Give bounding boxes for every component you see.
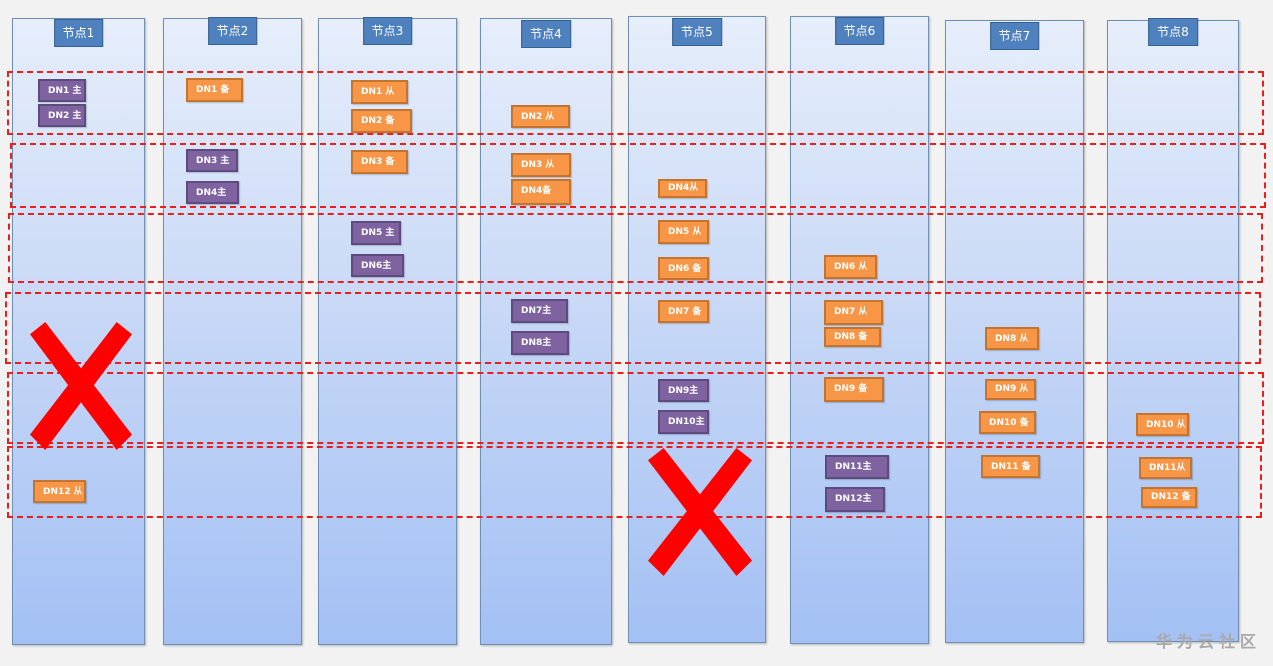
dn-box: DN7 从 [824,300,883,325]
x-mark-stroke-b [30,322,132,450]
dn-box: DN3 主 [186,149,238,172]
dn-box: DN4主 [186,181,239,204]
node-column-2: 节点2 [163,17,302,645]
dn-group-band-4 [5,292,1261,364]
dn-box: DN11从 [1139,457,1192,479]
dn-box: DN8主 [511,331,569,355]
watermark: 华为云社区 [1155,632,1261,651]
dn-box: DN7主 [511,299,568,323]
node-2-header: 节点2 [207,17,258,45]
dn-box: DN9 备 [824,377,884,402]
dn-box: DN10 备 [979,411,1036,434]
dn-box: DN6主 [351,254,404,277]
dn-box: DN6 备 [658,257,709,280]
dn-box: DN8 从 [985,327,1039,350]
dn-box: DN2 备 [351,109,412,133]
node-3-header: 节点3 [362,17,413,45]
node-column-5: 节点5 [628,16,766,643]
dn-group-band-6 [7,446,1262,518]
dn-group-band-1 [7,71,1264,135]
node-5-header: 节点5 [672,18,722,46]
dn-box: DN6 从 [824,255,877,279]
dn-box: DN9 从 [985,379,1036,400]
node-6-header: 节点6 [834,17,885,45]
node-8-header: 节点8 [1148,18,1198,46]
dn-box: DN11 备 [981,455,1040,478]
dn-box: DN11主 [825,455,889,479]
dn-box: DN9主 [658,379,709,402]
node-4-header: 节点4 [521,20,571,48]
node-5-failure-mark [648,448,752,576]
dn-group-band-5 [7,372,1264,444]
dn-group-band-2 [10,143,1266,208]
dn-group-band-3 [8,213,1263,283]
x-mark-stroke-b [648,448,752,576]
dn-box: DN1 备 [186,78,243,102]
dn-box: DN3 从 [511,153,571,177]
node-7-header: 节点7 [989,22,1040,50]
node-column-8: 节点8 [1107,18,1239,642]
dn-box: DN2 主 [38,104,86,127]
dn-box: DN12 备 [1141,487,1197,508]
dn-box: DN2 从 [511,105,570,128]
dn-box: DN1 从 [351,80,408,104]
dn-box: DN10 从 [1136,413,1189,436]
dn-box: DN12 从 [33,480,86,503]
dn-box: DN4从 [658,179,707,198]
dn-box: DN12主 [825,487,885,512]
node-1-header: 节点1 [53,19,104,47]
dn-box: DN3 备 [351,150,408,174]
dn-box: DN1 主 [38,79,86,102]
dn-box: DN4备 [511,179,571,205]
dn-box: DN5 从 [658,220,709,244]
dn-box: DN10主 [658,410,709,434]
node-1-failure-mark [30,322,132,450]
dn-box: DN8 备 [824,327,881,347]
dn-box: DN7 备 [658,300,709,323]
dn-box: DN5 主 [351,221,401,245]
